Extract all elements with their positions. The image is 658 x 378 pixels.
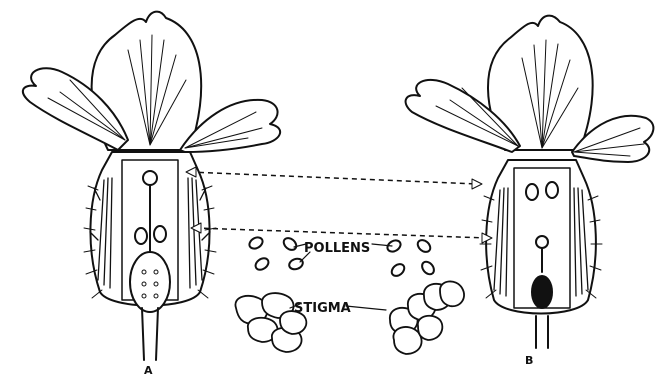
flower-a-anther xyxy=(154,226,166,242)
flower-a-label: A xyxy=(144,364,153,377)
pollen-grain xyxy=(288,257,305,271)
pollen-grain xyxy=(420,259,437,276)
connector-lower-dashed-line xyxy=(195,228,488,238)
flower-b-anther xyxy=(546,182,558,198)
stigma-label: STIGMA xyxy=(294,301,351,316)
pollen-grain xyxy=(389,262,406,279)
flower-b-anther xyxy=(526,184,538,200)
pollen-grains-right xyxy=(385,238,436,279)
arrowhead-upper-right xyxy=(472,179,482,189)
connector-upper-dashed-line xyxy=(190,172,478,184)
stigma-papilla xyxy=(440,281,464,306)
flower-b-pedicel xyxy=(536,316,548,348)
flower-b-label: B xyxy=(525,354,533,367)
flower-a-anther xyxy=(135,228,147,244)
pollen-grain xyxy=(415,238,432,255)
pollen-grain xyxy=(253,256,270,272)
flower-a-pedicel xyxy=(142,308,158,360)
pollen-grains-left xyxy=(247,235,304,272)
flower-b-stigma xyxy=(536,236,548,248)
flower-b-ovary xyxy=(532,276,552,308)
connector-lines xyxy=(190,172,488,238)
pollen-grain xyxy=(281,236,298,253)
pollen-grain xyxy=(247,235,264,251)
pollens-label: POLLENS xyxy=(304,241,370,256)
flower-a-ovary xyxy=(130,252,170,312)
flower-a-stigma xyxy=(143,171,157,185)
stigma-papilla xyxy=(393,327,421,354)
stigma-papilla xyxy=(418,316,443,340)
stigma-papillae-right xyxy=(390,281,464,354)
